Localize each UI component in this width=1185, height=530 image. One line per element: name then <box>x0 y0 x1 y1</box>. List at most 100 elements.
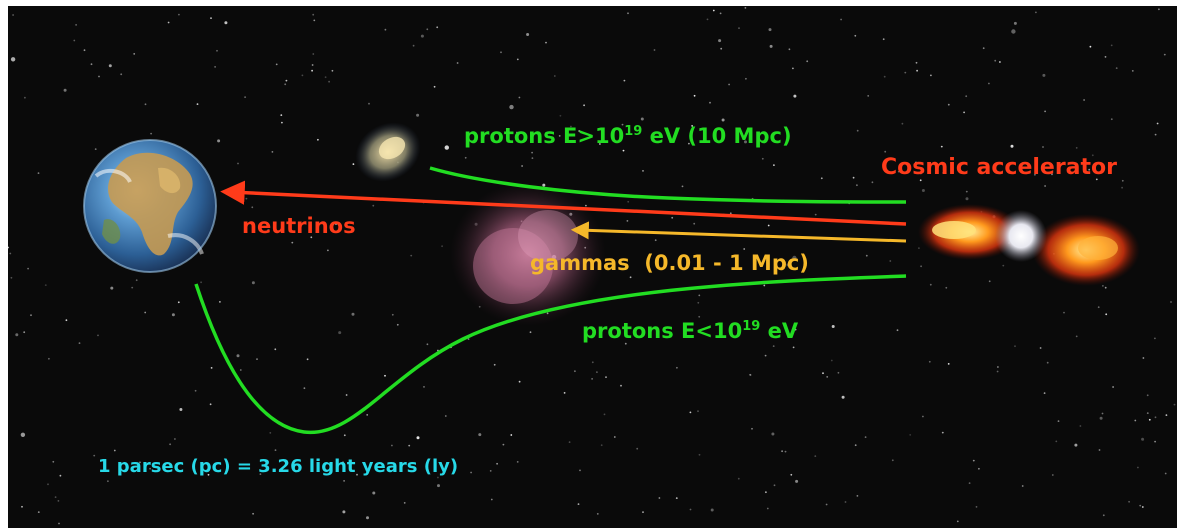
star <box>1083 99 1085 101</box>
star <box>1170 301 1172 303</box>
star <box>1154 337 1156 340</box>
star <box>965 190 968 193</box>
star <box>763 284 766 287</box>
star <box>697 410 699 413</box>
star <box>1141 437 1145 441</box>
star <box>97 334 99 337</box>
star <box>627 12 629 15</box>
star <box>1102 285 1104 287</box>
star <box>83 49 86 52</box>
star <box>93 454 96 457</box>
protons-low-suffix: eV <box>760 319 799 343</box>
star <box>396 323 399 326</box>
star <box>139 461 141 464</box>
star <box>956 520 959 523</box>
star <box>167 21 170 24</box>
star <box>416 113 420 117</box>
star <box>342 510 346 514</box>
star <box>751 427 753 430</box>
star <box>372 204 375 207</box>
star <box>769 44 773 48</box>
star <box>423 386 425 388</box>
star <box>8 246 10 249</box>
star <box>1055 440 1058 443</box>
star <box>107 480 109 483</box>
star <box>706 18 709 21</box>
star <box>654 239 657 242</box>
star <box>1154 416 1157 419</box>
star <box>441 245 443 248</box>
star <box>710 508 714 512</box>
star <box>391 313 394 316</box>
star <box>691 125 693 127</box>
star <box>1088 168 1091 171</box>
star <box>73 39 76 42</box>
star <box>403 502 406 504</box>
star <box>627 200 630 203</box>
star <box>244 96 247 98</box>
star <box>856 184 858 187</box>
star <box>814 455 817 457</box>
star <box>579 469 581 472</box>
star <box>1154 440 1156 443</box>
star <box>1146 394 1149 397</box>
star <box>721 118 725 122</box>
star <box>12 14 14 16</box>
star <box>251 281 255 285</box>
star <box>1042 146 1044 148</box>
star <box>929 283 932 286</box>
star <box>901 122 904 125</box>
earth-globe-image <box>83 139 217 273</box>
star <box>884 150 887 153</box>
star <box>15 333 19 337</box>
star <box>526 33 530 36</box>
star <box>169 443 172 446</box>
star <box>830 359 833 362</box>
star <box>1164 472 1167 475</box>
star <box>98 75 100 78</box>
star <box>210 17 212 19</box>
star <box>312 53 315 55</box>
star <box>366 516 369 520</box>
star <box>697 301 700 304</box>
star <box>841 395 845 399</box>
star <box>10 276 13 279</box>
star <box>921 189 925 192</box>
gammas-label: gammas (0.01 - 1 Mpc) <box>530 251 809 275</box>
star <box>306 358 309 361</box>
star <box>831 325 835 328</box>
star <box>671 216 674 219</box>
star <box>48 357 50 360</box>
star <box>207 473 210 476</box>
star <box>794 328 797 331</box>
star <box>303 387 306 390</box>
star <box>997 366 999 368</box>
star <box>988 82 990 85</box>
star <box>285 79 288 82</box>
star <box>889 260 892 262</box>
star <box>177 301 180 304</box>
star <box>1156 122 1159 125</box>
star <box>1173 403 1176 406</box>
star <box>837 371 840 374</box>
star <box>883 75 886 78</box>
star <box>426 343 429 346</box>
star <box>324 76 327 79</box>
star <box>1051 474 1054 476</box>
star <box>897 170 900 173</box>
star <box>391 444 393 447</box>
star <box>728 83 730 86</box>
star <box>1051 173 1053 176</box>
star <box>642 511 644 513</box>
galaxy-image <box>355 122 421 182</box>
star <box>916 69 918 72</box>
star <box>511 132 514 134</box>
star <box>271 151 274 153</box>
star <box>749 373 751 376</box>
star <box>1075 335 1078 338</box>
star <box>1046 361 1049 364</box>
star <box>743 248 746 250</box>
star <box>793 94 797 98</box>
star <box>27 267 29 270</box>
star <box>996 370 999 373</box>
